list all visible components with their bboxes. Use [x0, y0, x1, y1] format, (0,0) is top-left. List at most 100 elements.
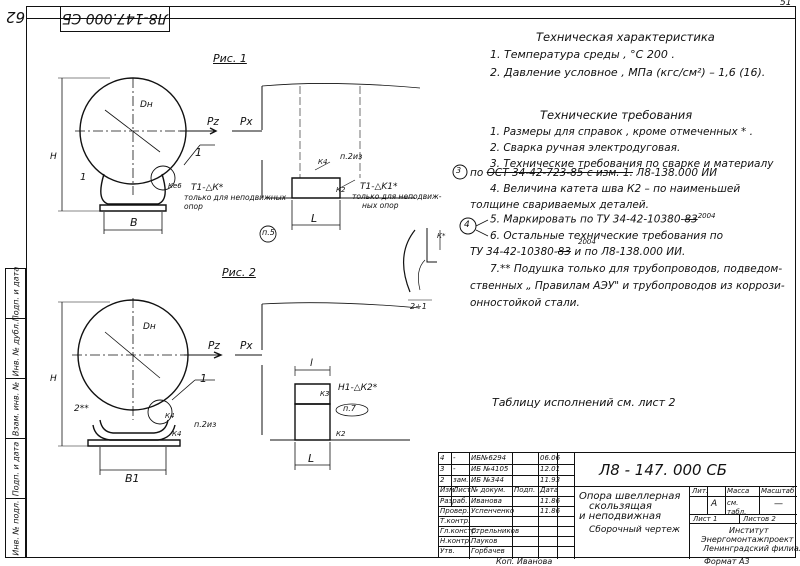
label-b: B — [130, 216, 138, 229]
label-dn: Dн — [140, 100, 153, 110]
tech-char-line1: 1. Температура среды , °С 200 . — [490, 48, 675, 61]
tb-name-4: Сборочный чертеж — [589, 525, 681, 535]
label-weld-n1: Н1-△К2* — [338, 383, 378, 393]
tb-row-cell: 11.93 — [540, 476, 561, 484]
title-block: Л8 - 147. 000 СБ Опора швеллерная скольз… — [438, 452, 800, 559]
tech-req-7: 7.** Подушка только для трубопроводов, п… — [490, 263, 783, 275]
label-seam-k3: К3 — [320, 390, 330, 398]
tb-line — [439, 464, 574, 465]
tb-row-cell: 11.86 — [540, 497, 561, 505]
tech-char-title: Техническая характеристика — [536, 30, 715, 44]
label-l-2: L — [308, 452, 315, 465]
side-cell: Инв. № дубл. — [6, 319, 25, 379]
tech-req-4b: толщине свариваемых деталей. — [470, 199, 649, 211]
label-seam-e6: Кe6 — [168, 182, 182, 190]
label-seam-k4c: К4 — [172, 430, 182, 438]
tb-mass-header: Масса — [727, 487, 750, 495]
tech-req-3b-post: Л8-138.000 ИИ — [636, 167, 718, 179]
rotated-designation-box: Л8-147.000 СБ — [60, 6, 170, 32]
tb-line — [439, 536, 574, 537]
tb-line — [759, 486, 760, 514]
side-strip: Подп. и дата Инв. № дубл. Взам. инв. № П… — [5, 266, 26, 558]
label-l: L — [311, 212, 318, 225]
tb-row-cell: ИБ №344 — [471, 476, 504, 484]
label-h-2: H — [50, 374, 57, 384]
tb-line — [689, 523, 797, 524]
tb-row-cell: Пауков — [471, 537, 498, 545]
label-only-fixed-b: только для неподвиж- — [352, 192, 442, 201]
fig1-label: Рис. 1 — [213, 52, 247, 65]
tech-req-title: Технические требования — [540, 108, 693, 122]
tech-req-5-strike: 83 — [684, 213, 698, 226]
fig1-side-block — [291, 177, 341, 199]
page-corner-number: 51 — [780, 0, 792, 8]
tb-row-cell: Разраб. — [440, 497, 468, 505]
tb-line — [574, 453, 575, 559]
tb-designation: Л8 - 147. 000 СБ — [599, 461, 728, 479]
tb-name-3: и неподвижная — [579, 511, 662, 522]
tb-line — [725, 486, 726, 514]
tb-row-cell: Провер. — [440, 507, 470, 515]
tb-row-cell: 2 — [440, 476, 445, 484]
label-only-fixed: только для неподвижных — [184, 193, 287, 202]
tb-row-cell: ИБ№6294 — [471, 454, 507, 462]
tb-mass-value: см. табл. — [727, 499, 747, 516]
tech-req-5-sup: 2004 — [697, 212, 716, 220]
tb-row-cell: 11.86 — [540, 507, 561, 515]
table-note: Таблицу исполнений см. лист 2 — [492, 396, 676, 409]
label-k-star: К* — [437, 232, 446, 240]
tb-line — [512, 453, 513, 559]
tb-row-cell: ИБ №4105 — [471, 465, 509, 473]
tb-row-cell: Горбачев — [471, 547, 505, 555]
label-seam-k2b: К2 — [336, 430, 346, 438]
tb-row-cell: Н.контр. — [440, 537, 472, 545]
side-cell: Подп. и дата — [6, 266, 25, 321]
label-seam-k4: К4 — [318, 158, 328, 166]
tb-row-cell: Лист — [453, 486, 471, 494]
tb-scale-value: — — [774, 499, 783, 509]
side-cell: Взам. инв. № — [6, 379, 25, 439]
top-rule — [26, 18, 796, 19]
rev-mark-3: 3 — [456, 166, 462, 175]
tb-line — [469, 453, 470, 559]
label-px-2: Px — [240, 340, 253, 352]
tb-row-cell: 4 — [440, 454, 445, 462]
tb-org-3: Ленинградский филиал — [703, 544, 800, 553]
tb-format: Формат А3 — [704, 557, 750, 566]
tb-lit-header: Лит. — [692, 487, 709, 495]
tb-row-cell: 3 — [440, 465, 445, 473]
side-cell: Подп. и дата — [6, 439, 25, 499]
tech-req-3b-pre: по — [470, 167, 484, 179]
tb-line — [739, 514, 740, 523]
tb-scale-header: Масштаб — [761, 487, 795, 495]
tb-name-2: скользящая — [589, 501, 652, 512]
tech-req-7c: онностойкой стали. — [470, 297, 580, 309]
tech-req-5-text: 5. Маркировать по ТУ 34-42-10380- — [490, 213, 685, 226]
tb-line — [451, 453, 452, 506]
tb-sheets: Листов 2 — [743, 515, 776, 523]
tb-sheet: Лист 1 — [693, 515, 718, 523]
label-px: Px — [240, 116, 253, 128]
label-h: H — [50, 152, 57, 162]
label-two-ratio: 2÷1 — [410, 302, 427, 311]
label-weld-p2b: п.2из — [194, 420, 217, 429]
tb-line — [689, 514, 797, 515]
tb-row-cell: Подп. — [514, 486, 536, 494]
tech-req-6-sup: 2004 — [578, 238, 596, 246]
tech-req-7b: ственных „ Правилам АЭУ" и трубопроводов… — [470, 280, 785, 292]
tb-row-cell: Дата — [540, 486, 559, 494]
tech-req-2: 2. Сварка ручная электродуговая. — [490, 142, 681, 154]
rev-mark-4: 4 — [464, 220, 470, 230]
label-weld-p2: п.2из — [340, 152, 363, 161]
tb-row-cell: зам. — [453, 476, 469, 484]
tb-copied: Коп. Иванова — [496, 557, 553, 566]
tb-line — [439, 506, 574, 507]
tb-line — [707, 486, 708, 514]
label-b1: B1 — [125, 472, 140, 485]
tb-line — [439, 475, 574, 476]
label-supports-b: ных опор — [362, 201, 399, 210]
tb-row-cell: Изм. — [440, 486, 457, 494]
tb-line — [557, 453, 558, 559]
fig1-support — [100, 173, 166, 205]
